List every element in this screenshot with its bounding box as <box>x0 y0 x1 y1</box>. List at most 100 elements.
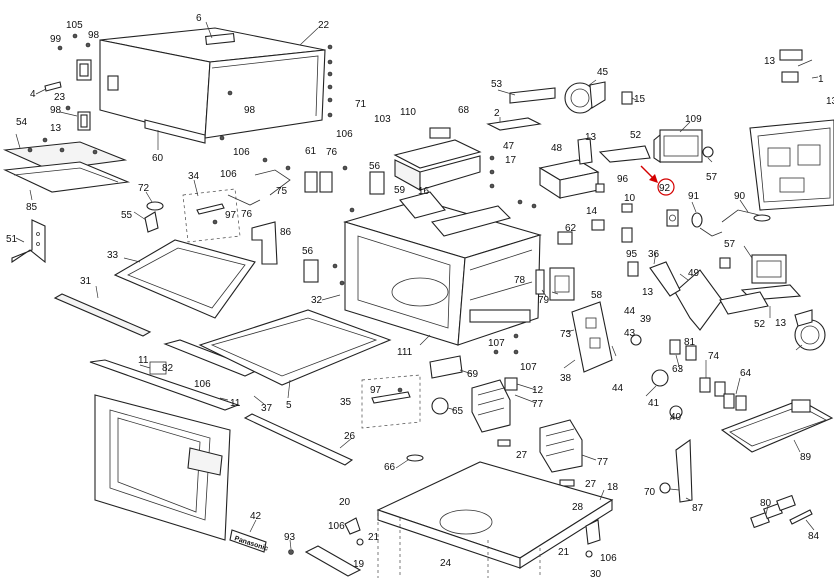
detail-box-35 <box>361 374 421 429</box>
callout-110: 110 <box>400 107 416 118</box>
door-seal-strip <box>53 293 152 337</box>
callout-89: 89 <box>800 452 812 463</box>
callout-5: 5 <box>286 400 292 411</box>
highlight-circle <box>657 178 675 196</box>
top-right-small-parts <box>779 49 803 83</box>
callout-13: 13 <box>764 56 776 67</box>
bracket-49 <box>649 261 723 331</box>
callout-33: 33 <box>107 250 119 261</box>
callout-10: 10 <box>624 193 636 204</box>
mounting-bracket <box>11 219 46 264</box>
callout-55: 55 <box>121 210 133 221</box>
callout-57: 57 <box>724 239 736 250</box>
callout-99: 99 <box>50 34 62 45</box>
callout-49: 49 <box>688 268 700 279</box>
callout-20: 20 <box>339 497 351 508</box>
bracket-87 <box>675 438 693 503</box>
small-plate-56a <box>369 171 385 195</box>
part-27b <box>559 479 575 487</box>
callout-84: 84 <box>808 531 820 542</box>
callout-11: 11 <box>230 398 241 409</box>
callout-75: 75 <box>276 186 288 197</box>
stirrer-66 <box>406 454 424 462</box>
callout-91: 91 <box>688 191 700 202</box>
callout-98: 98 <box>244 105 256 116</box>
callout-43: 43 <box>624 328 636 339</box>
bracket-52b <box>719 291 769 315</box>
callout-80: 80 <box>760 498 772 509</box>
callout-37: 37 <box>261 403 273 414</box>
callout-96: 96 <box>617 174 629 185</box>
callout-1: 1 <box>818 74 824 85</box>
callout-26: 26 <box>344 431 356 442</box>
cavity-top-assembly <box>393 127 512 237</box>
callout-32: 32 <box>311 295 323 306</box>
callout-56: 56 <box>369 161 381 172</box>
callout-73: 73 <box>560 329 572 340</box>
callout-109: 109 <box>685 114 702 125</box>
part-15 <box>621 91 633 105</box>
callout-21: 21 <box>368 532 380 543</box>
callout-81: 81 <box>684 337 696 348</box>
oven-door <box>94 394 231 541</box>
outer-cabinet <box>99 27 326 139</box>
small-plate-56b <box>303 259 319 283</box>
bottom-small-parts <box>288 517 601 577</box>
callout-87: 87 <box>692 503 704 514</box>
callout-97: 97 <box>370 385 382 396</box>
callout-64: 64 <box>740 368 752 379</box>
callout-6: 6 <box>196 13 202 24</box>
callout-44: 44 <box>624 306 636 317</box>
callout-98: 98 <box>88 30 100 41</box>
callout-90: 90 <box>734 191 746 202</box>
callout-13: 13 <box>642 287 654 298</box>
part-27a <box>497 439 511 447</box>
bracket-48 <box>538 137 600 200</box>
leader-lines <box>15 21 819 550</box>
cavity-screws <box>332 155 537 355</box>
callout-69: 69 <box>467 369 479 380</box>
top-plate-2 <box>486 117 542 131</box>
callout-82: 82 <box>162 363 174 374</box>
callout-22: 22 <box>318 20 330 31</box>
callout-56: 56 <box>302 246 314 257</box>
callout-62: 62 <box>565 223 577 234</box>
control-knobs <box>750 494 813 529</box>
callout-40: 40 <box>670 412 682 423</box>
callout-74: 74 <box>708 351 720 362</box>
callout-21: 21 <box>558 547 570 558</box>
bracket-52a <box>598 145 651 163</box>
control-pcb-89 <box>720 399 834 453</box>
callout-71: 71 <box>355 99 367 110</box>
switch-cluster <box>227 157 348 206</box>
callout-93: 93 <box>284 532 296 543</box>
callout-98: 98 <box>50 105 62 116</box>
callout-52: 52 <box>630 130 642 141</box>
callout-111: 111 <box>397 347 413 358</box>
control-assembly-right <box>749 119 834 211</box>
callout-58: 58 <box>591 290 603 301</box>
fan-motor <box>564 81 606 114</box>
callout-2: 2 <box>494 108 500 119</box>
thermal-cutout-92[interactable] <box>666 209 679 227</box>
callout-59: 59 <box>394 185 406 196</box>
callout-76: 76 <box>241 209 253 220</box>
callout-63: 63 <box>672 364 684 375</box>
terminal-board <box>571 301 613 373</box>
callout-76: 76 <box>326 147 338 158</box>
transformer-77a <box>471 377 518 433</box>
wire-harness-90 <box>721 209 771 223</box>
brand-plate: Panasonic <box>229 529 269 553</box>
callout-77: 77 <box>532 399 544 410</box>
cabinet-strip <box>144 119 206 144</box>
callout-77: 77 <box>597 457 609 468</box>
callout-57: 57 <box>706 172 718 183</box>
glass-tray <box>198 309 392 386</box>
callout-27: 27 <box>516 450 528 461</box>
callout-78: 78 <box>514 275 526 286</box>
callout-44: 44 <box>612 383 624 394</box>
callout-12: 12 <box>532 385 544 396</box>
callout-103: 103 <box>374 114 391 125</box>
callout-18: 18 <box>607 482 619 493</box>
top-plate-53 <box>509 87 556 104</box>
